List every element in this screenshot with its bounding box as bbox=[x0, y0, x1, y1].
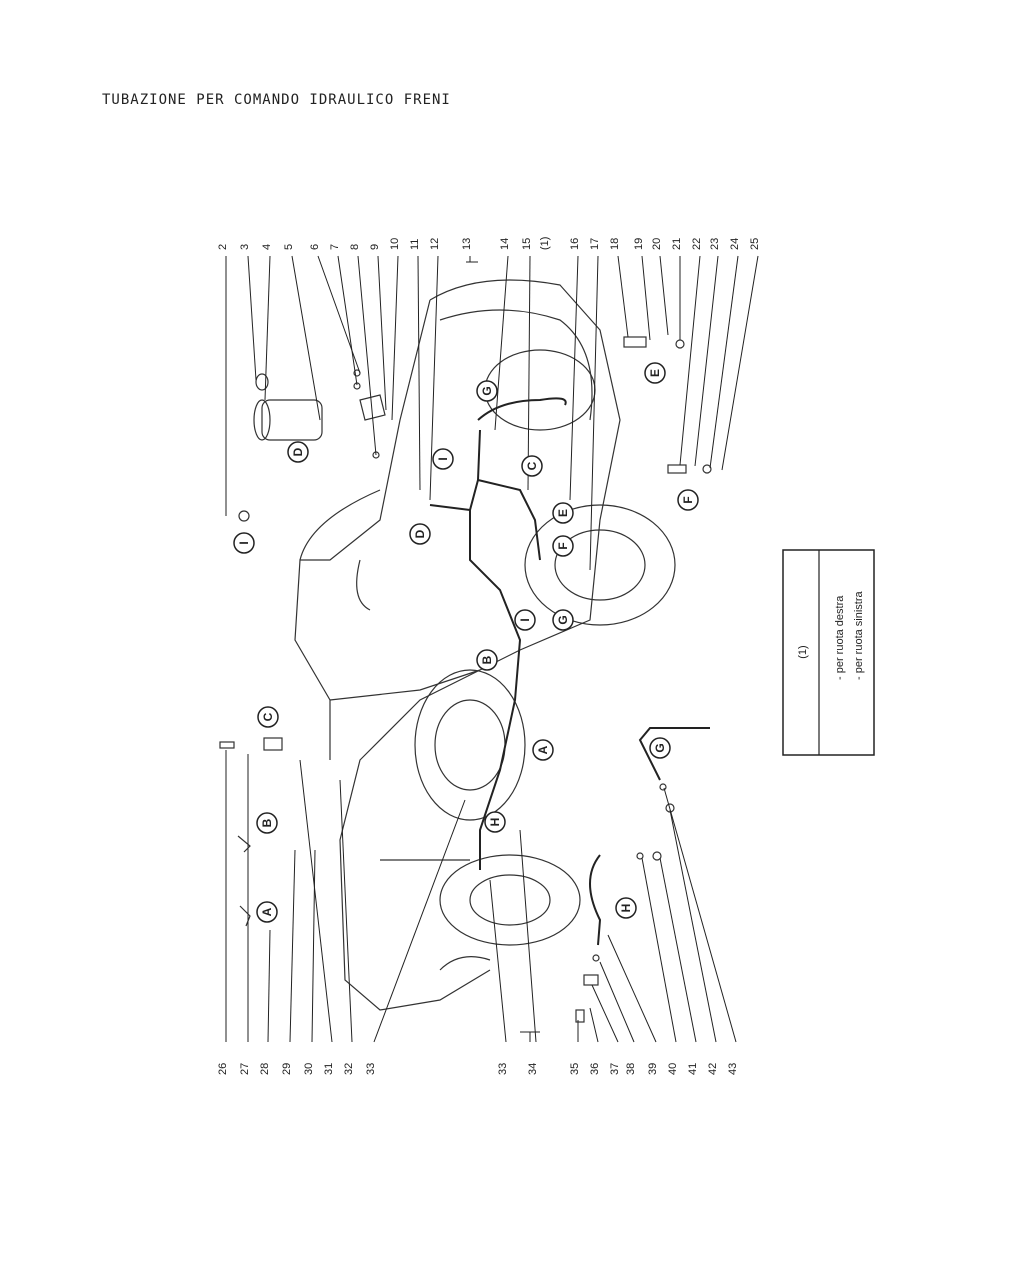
letter-callout-circle bbox=[649, 737, 671, 759]
letter-callout-circle bbox=[552, 502, 574, 524]
letter-callout-circle bbox=[409, 523, 431, 545]
letter-callout-circle bbox=[257, 706, 279, 728]
letter-callout-label: C bbox=[525, 461, 539, 470]
letter-callout-circle bbox=[552, 535, 574, 557]
letter-callout-label: E bbox=[556, 509, 570, 517]
ref-number: 10 bbox=[389, 238, 401, 250]
letter-callout-label: F bbox=[681, 496, 695, 503]
ref-number: 41 bbox=[687, 1063, 699, 1075]
letter-callout-circle bbox=[256, 901, 278, 923]
letter-callout-circle bbox=[644, 362, 666, 384]
ref-number: 24 bbox=[729, 238, 741, 250]
ref-number: 16 bbox=[569, 238, 581, 250]
ref-number: 34 bbox=[527, 1063, 539, 1075]
ref-number: 9 bbox=[369, 244, 381, 250]
ref-number: 35 bbox=[569, 1063, 581, 1075]
letter-callout-circle bbox=[677, 489, 699, 511]
ref-number: 29 bbox=[281, 1063, 293, 1075]
letter-callout-label: I bbox=[518, 618, 532, 621]
ref-number: 12 bbox=[429, 238, 441, 250]
ref-number: 31 bbox=[323, 1063, 335, 1075]
brake-pipe-lines bbox=[429, 397, 567, 870]
bottom-reference-numbers: 26 27 28 29 30 31 32 33 33 34 35 36 37 38 39 40 41 42 43 bbox=[217, 1063, 739, 1075]
letter-callout-label: G bbox=[653, 743, 667, 752]
ref-number: 37 bbox=[609, 1063, 621, 1075]
letter-callout-circle bbox=[615, 897, 637, 919]
ref-number: 4 bbox=[261, 244, 273, 250]
ref-number: 28 bbox=[259, 1063, 271, 1075]
ref-number: 26 bbox=[217, 1063, 229, 1075]
flexible-hoses bbox=[589, 727, 710, 946]
legend-header: (1) bbox=[797, 645, 809, 658]
letter-callout-circle bbox=[532, 739, 554, 761]
letter-callout-circle bbox=[484, 811, 506, 833]
ref-number: 15 bbox=[521, 238, 533, 250]
letter-callout-label: G bbox=[480, 386, 494, 395]
ref-number: 2 bbox=[217, 244, 229, 250]
letter-callout-label: I bbox=[436, 457, 450, 460]
ref-number: 42 bbox=[707, 1063, 719, 1075]
letter-callout-circle bbox=[287, 441, 309, 463]
letter-callout-label: B bbox=[480, 655, 494, 664]
ref-number: 17 bbox=[589, 238, 601, 250]
ref-number: 22 bbox=[691, 238, 703, 250]
letter-callout-label: F bbox=[556, 542, 570, 549]
ref-number: 33 bbox=[497, 1063, 509, 1075]
bottom-callout-leaders bbox=[225, 256, 737, 1043]
ref-number: 40 bbox=[667, 1063, 679, 1075]
ref-number: 21 bbox=[671, 238, 683, 250]
small-fittings bbox=[219, 336, 712, 1023]
letter-callout-label: B bbox=[260, 818, 274, 827]
top-callout-leaders bbox=[225, 255, 759, 571]
letter-callout-circle bbox=[256, 812, 278, 834]
ref-number: 39 bbox=[647, 1063, 659, 1075]
ref-number: 3 bbox=[239, 244, 251, 250]
ref-number: 6 bbox=[309, 244, 321, 250]
ref-number: 20 bbox=[651, 238, 663, 250]
letter-callout-label: I bbox=[237, 541, 251, 544]
letter-callouts: I D G C E F I D E F G I B A H C B A H G bbox=[233, 362, 699, 923]
letter-callout-circle bbox=[476, 649, 498, 671]
ref-number: 18 bbox=[609, 238, 621, 250]
legend-item-left: - per ruota sinistra bbox=[853, 590, 865, 680]
letter-callout-label: C bbox=[261, 712, 275, 721]
letter-callout-circle bbox=[432, 448, 454, 470]
letter-callout-label: G bbox=[556, 615, 570, 624]
letter-callout-label: A bbox=[536, 745, 550, 754]
letter-callout-label: D bbox=[413, 529, 427, 538]
letter-callout-label: H bbox=[619, 904, 633, 913]
letter-callout-circle bbox=[233, 532, 255, 554]
page-title: TUBAZIONE PER COMANDO IDRAULICO FRENI bbox=[102, 92, 451, 108]
ref-number: 30 bbox=[303, 1063, 315, 1075]
ref-number: 7 bbox=[329, 244, 341, 250]
ref-number: 23 bbox=[709, 238, 721, 250]
letter-callout-label: H bbox=[488, 818, 502, 827]
ref-number: 33 bbox=[365, 1063, 377, 1075]
ref-number: 8 bbox=[349, 244, 361, 250]
letter-callout-label: A bbox=[260, 907, 274, 916]
letter-callout-circle bbox=[521, 455, 543, 477]
ref-number: 36 bbox=[589, 1063, 601, 1075]
ref-number: 27 bbox=[239, 1063, 251, 1075]
ref-number: 13 bbox=[461, 238, 473, 250]
ref-number: 19 bbox=[633, 238, 645, 250]
letter-callout-circle bbox=[514, 609, 536, 631]
letter-callout-circle bbox=[476, 380, 498, 402]
ref-number: (1) bbox=[539, 237, 551, 250]
letter-callout-label: E bbox=[648, 369, 662, 377]
ref-number: 38 bbox=[625, 1063, 637, 1075]
master-cylinder-group bbox=[253, 369, 386, 459]
ref-number: 32 bbox=[343, 1063, 355, 1075]
legend-box: (1) - per ruota destra - per ruota sinis… bbox=[782, 549, 875, 756]
letter-callout-circle bbox=[552, 609, 574, 631]
ref-number: 5 bbox=[283, 244, 295, 250]
ref-number: 11 bbox=[409, 239, 421, 250]
ref-number: 25 bbox=[749, 238, 761, 250]
ref-number: 43 bbox=[727, 1063, 739, 1075]
ref-number: 14 bbox=[499, 238, 511, 250]
legend-item-right: - per ruota destra bbox=[834, 595, 846, 680]
letter-callout-label: D bbox=[291, 447, 305, 456]
